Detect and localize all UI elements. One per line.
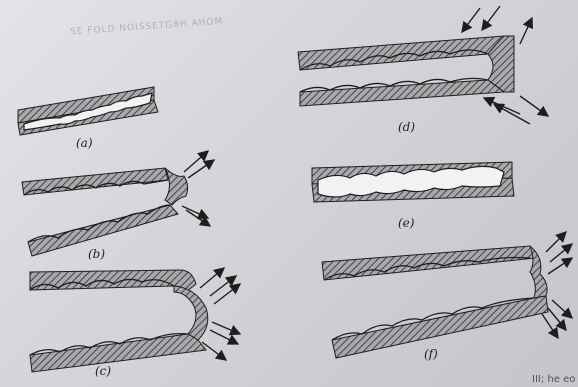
panel-c-arrow-6: [202, 342, 226, 360]
panel-d: [298, 6, 548, 124]
panel-c: [30, 268, 240, 372]
panel-b-tip: [165, 168, 188, 205]
panel-c-arrow-3: [214, 284, 240, 304]
panel-d-arrow-6: [520, 96, 548, 116]
panel-b-label: (b): [88, 247, 105, 261]
panel-f-arrow-4: [552, 300, 572, 318]
panel-d-arrow-5: [494, 104, 530, 124]
panel-b-arrow-1: [184, 151, 208, 172]
panel-f-tip: [530, 246, 547, 298]
panel-b-arrow-2: [188, 160, 214, 178]
panel-d-arrow-1: [462, 8, 480, 32]
panel-f: [322, 232, 572, 358]
panel-f-arrow-2: [550, 244, 572, 262]
panel-f-lower-arm: [332, 296, 548, 358]
panel-c-blunt-tip: [174, 286, 208, 340]
panel-f-label: (f): [424, 347, 438, 361]
panel-d-arrow-4: [484, 98, 520, 114]
panel-c-arrow-1: [200, 268, 224, 288]
panel-c-arrow-4: [212, 322, 240, 334]
panel-f-arrow-1: [546, 232, 566, 252]
panel-c-upper-arm: [30, 270, 196, 292]
panel-a: [18, 87, 158, 135]
panel-d-lower-arm: [300, 80, 504, 106]
panel-d-label: (d): [398, 120, 415, 134]
corner-page-text: III; he eo: [532, 374, 575, 385]
panel-c-label: (c): [95, 364, 111, 378]
panel-d-upper-arm: [298, 36, 506, 70]
panel-c-arrow-2: [210, 276, 236, 296]
panel-c-lower-arm: [30, 334, 206, 372]
panel-e-label: (e): [398, 216, 414, 230]
panel-a-label: (a): [76, 136, 93, 150]
panel-e: [312, 162, 514, 202]
panel-b: [22, 151, 214, 256]
panel-d-arrow-3: [520, 18, 532, 44]
panel-d-arrow-2: [482, 6, 500, 30]
